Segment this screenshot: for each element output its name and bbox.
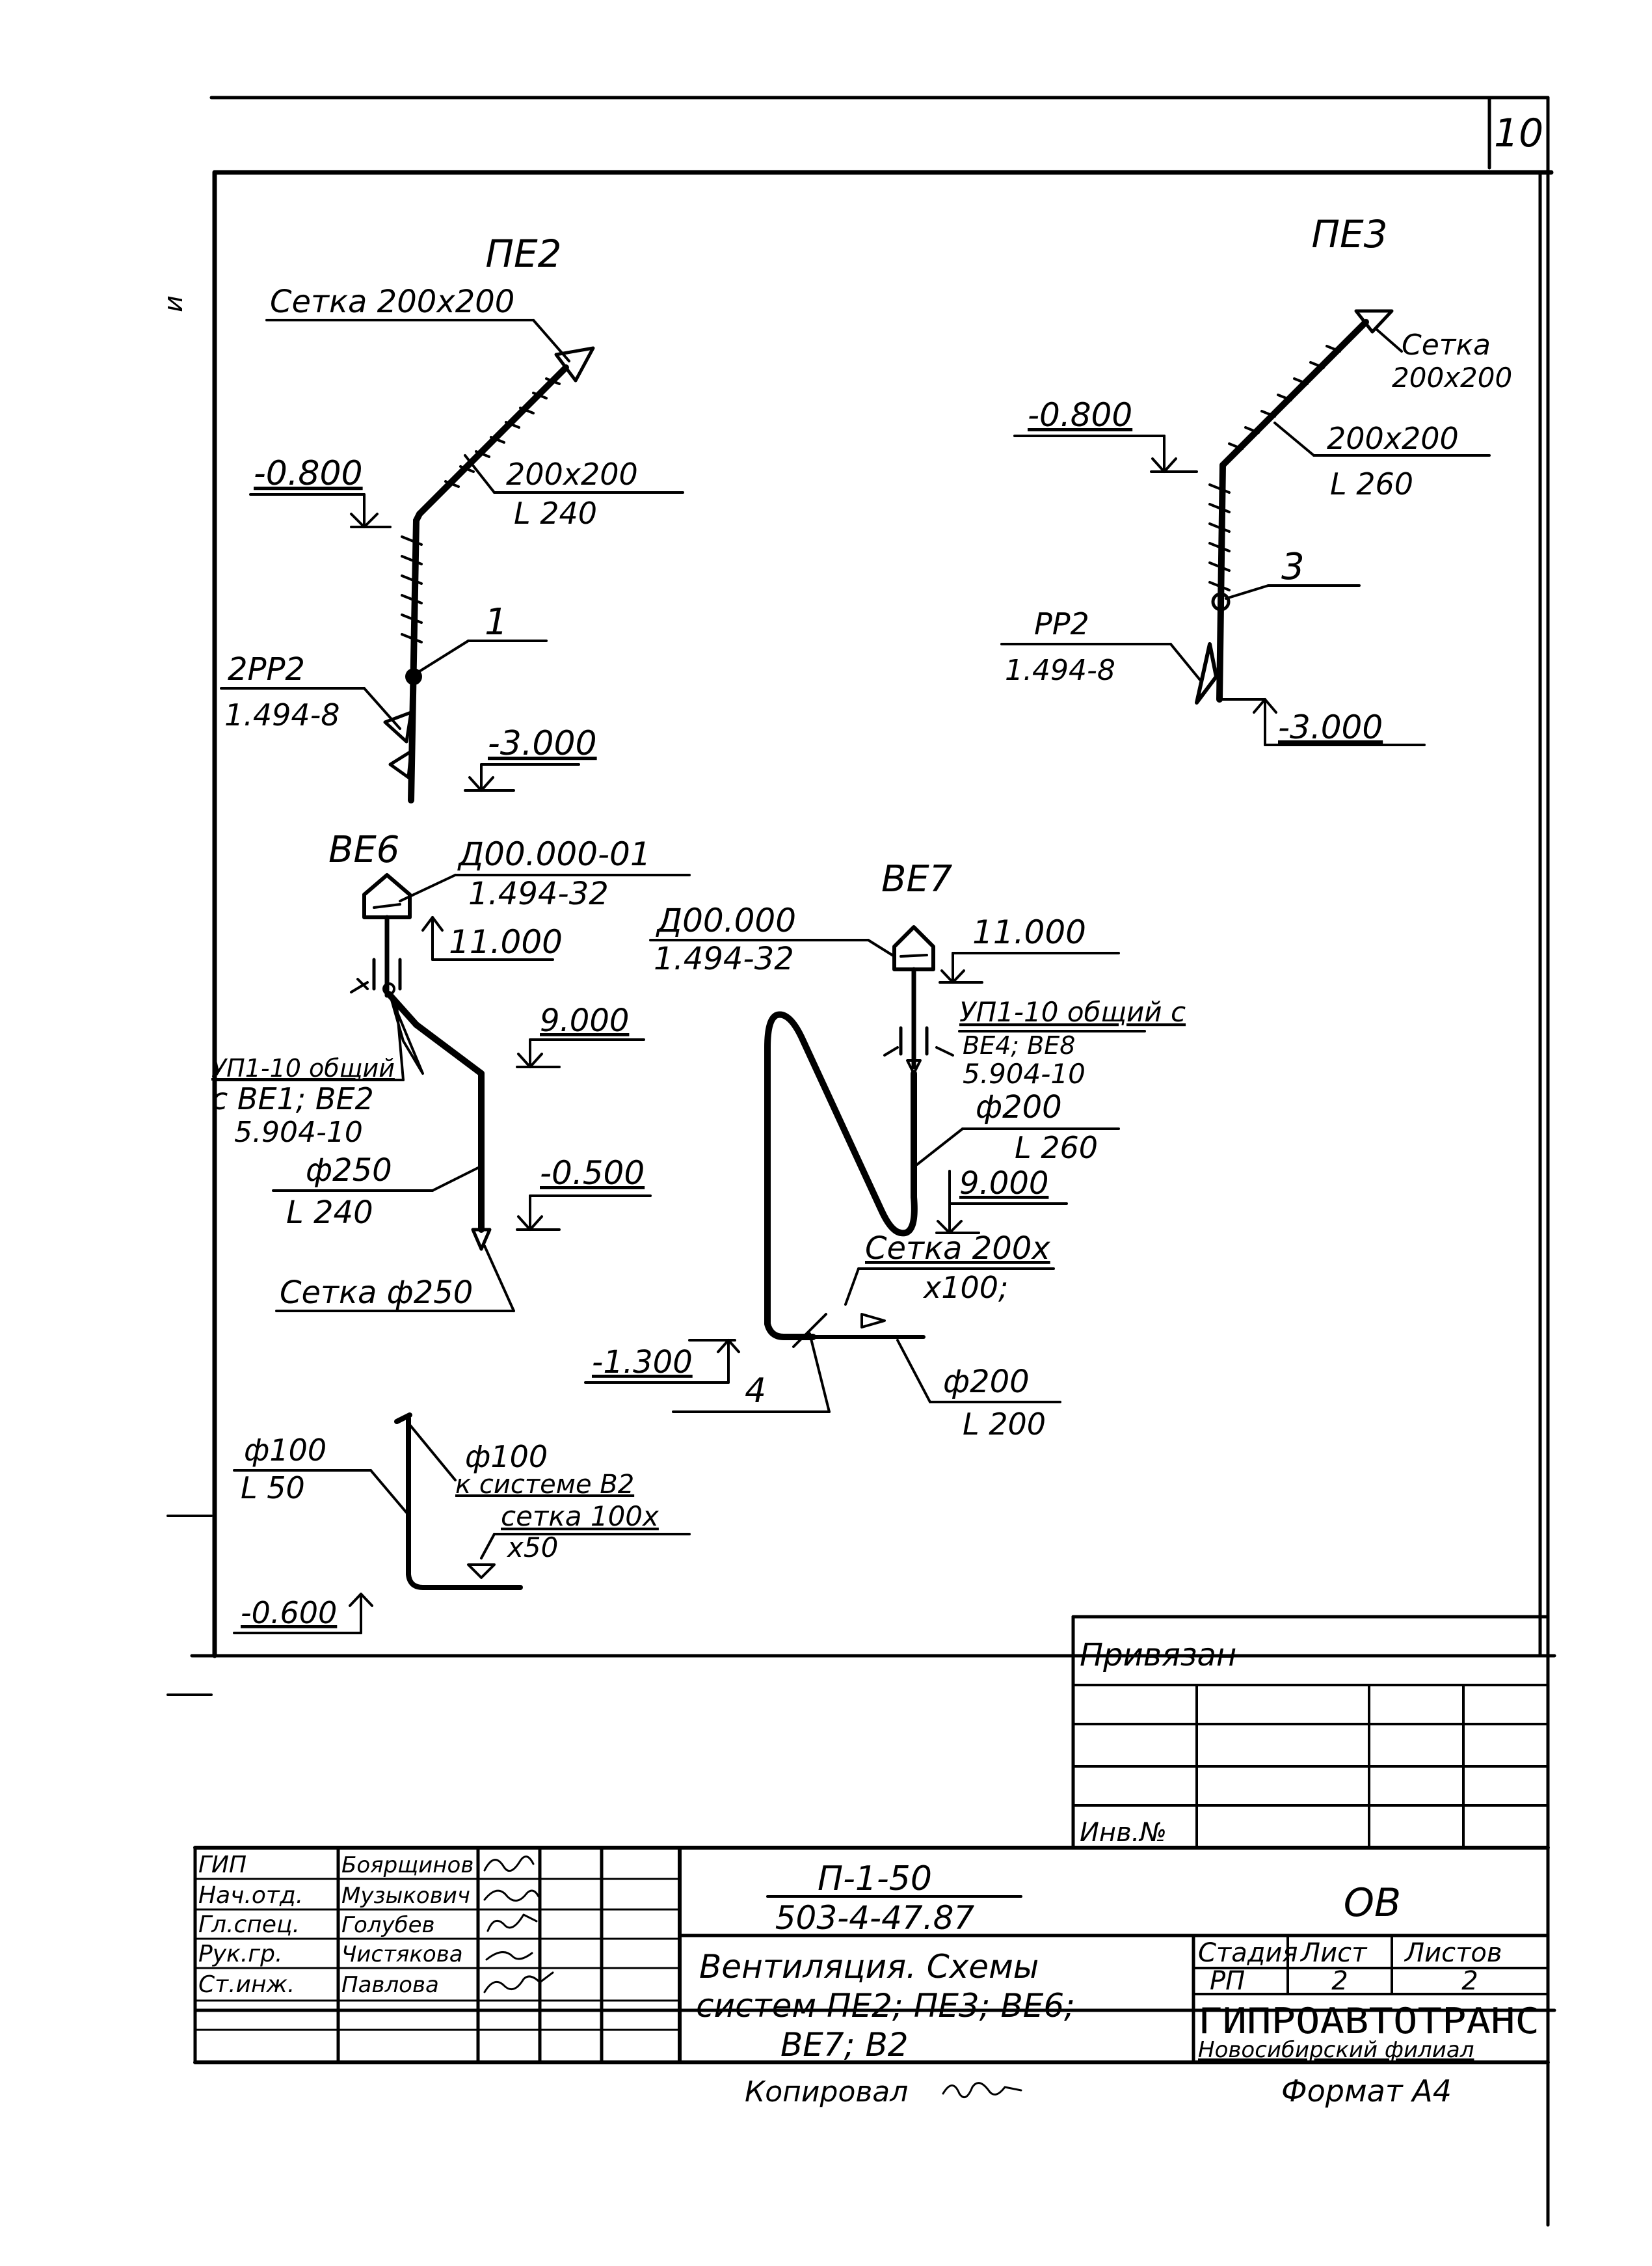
- be6-deflector: Д00.000-01: [457, 835, 651, 873]
- pe2-level-top: -0.800: [254, 454, 363, 493]
- be6-title: ВЕ6: [328, 829, 399, 871]
- be7-unit-3: 5.904-10: [963, 1058, 1086, 1090]
- title-line-1: Вентиляция. Схемы: [699, 1948, 1039, 1986]
- scheme-be6: ВЕ6 Д00.000-01 1.494-32 11.000 9.000 УП1: [211, 829, 691, 1312]
- scheme-be7: ВЕ7 Д00.000 1.494-32 11.000 УП1-10 общий…: [584, 858, 1186, 1442]
- pe3-level-top: -0.800: [1028, 396, 1132, 434]
- pe3-grille-label-2: 200х200: [1392, 362, 1512, 394]
- be7-deflector: Д00.000: [656, 902, 796, 939]
- name-2: Голубев: [341, 1912, 435, 1938]
- sheets-value: 2: [1461, 1966, 1478, 1996]
- stage-value: РП: [1210, 1966, 1245, 1996]
- pe3-duct-length: L 260: [1330, 466, 1413, 502]
- pe3-duct-size: 200х200: [1327, 421, 1459, 456]
- be7-grille-2: х100;: [922, 1270, 1009, 1305]
- copied-signature: [942, 2082, 1022, 2099]
- be6-level-low: -0.500: [540, 1154, 645, 1192]
- be7-unit-1: УП1-10 общий с: [959, 996, 1186, 1028]
- sheet-frame: [167, 96, 1556, 2227]
- title-block: ГИП Боярщинов Нач.отд. Музыкович Гл.спец…: [193, 1846, 1550, 2109]
- pe2-grille-label: Сетка 200х200: [270, 284, 514, 320]
- title-line-2: систем ПЕ2; ПЕ3; ВЕ6;: [696, 1987, 1075, 2025]
- signatures: [483, 1855, 554, 1993]
- pe3-valve-series: 1.494-8: [1005, 654, 1115, 687]
- pe2-valve-code: 2РР2: [228, 651, 305, 688]
- be7-deflector-series: 1.494-32: [654, 941, 794, 977]
- be7-node-4: 4: [745, 1371, 766, 1410]
- page-number: 10: [1494, 111, 1543, 156]
- scheme-pe3: ПЕ3 Сетка 200х200 -0.800 200х200 L 260 3…: [1000, 212, 1512, 746]
- sheet-label: Лист: [1299, 1938, 1368, 1968]
- b2-branch-to: к системе В2: [455, 1470, 634, 1500]
- be6-duct-d: ф250: [306, 1152, 392, 1189]
- scheme-pe2: ПЕ2 Сетка 200х200 -0.800 200х200 L 240 1: [220, 232, 684, 803]
- pe3-valve-code: РР2: [1034, 606, 1089, 641]
- role-3: Рук.гр.: [198, 1941, 282, 1967]
- format-label: Формат А4: [1281, 2073, 1452, 2109]
- be7-level-mid: 9.000: [959, 1165, 1048, 1202]
- be7-duct2-length: L 200: [963, 1407, 1046, 1442]
- be6-unit-3: 5.904-10: [234, 1116, 363, 1149]
- b2-level: -0.600: [241, 1595, 337, 1630]
- role-1: Нач.отд.: [198, 1882, 303, 1909]
- be6-duct-length: L 240: [286, 1194, 373, 1231]
- b2-grille-2: х50: [506, 1531, 558, 1563]
- name-3: Чистякова: [341, 1941, 463, 1967]
- pe3-level-bottom: -3.000: [1278, 708, 1383, 746]
- be7-grille-1: Сетка 200х: [865, 1230, 1050, 1267]
- be7-duct-length: L 260: [1015, 1130, 1098, 1165]
- be6-grille: Сетка ф250: [280, 1275, 473, 1311]
- be7-duct2-d: ф200: [943, 1364, 1030, 1400]
- org-name: ГИПРОАВТОТРАНС: [1198, 2001, 1539, 2042]
- sheets-label: Листов: [1404, 1938, 1502, 1968]
- name-4: Павлова: [341, 1972, 439, 1998]
- doc-code: П-1-50: [818, 1859, 932, 1898]
- pe2-level-bottom: -3.000: [488, 724, 597, 763]
- be7-level-top: 11.000: [972, 913, 1086, 951]
- margin-note: и: [159, 295, 189, 312]
- pe2-node-1: 1: [485, 601, 508, 643]
- name-0: Боярщинов: [341, 1852, 473, 1878]
- be7-unit-2: ВЕ4; ВЕ8: [963, 1031, 1075, 1060]
- project-code: 503-4-47.87: [775, 1899, 975, 1937]
- section-code: ОВ: [1344, 1880, 1401, 1926]
- be6-unit-2: с ВЕ1; ВЕ2: [211, 1081, 374, 1116]
- pe2-title: ПЕ2: [485, 232, 561, 276]
- copied-label: Копировал: [745, 2075, 908, 2109]
- b2-duct-d: ф100: [244, 1433, 326, 1468]
- be7-duct-d: ф200: [976, 1089, 1062, 1126]
- pe3-grille-label-1: Сетка: [1402, 329, 1491, 362]
- privyazan-block: Привязан Инв.№: [1071, 1615, 1550, 1850]
- sheet-value: 2: [1331, 1966, 1348, 1996]
- be7-level-low: -1.300: [592, 1344, 693, 1381]
- stage-label: Стадия: [1198, 1938, 1298, 1968]
- be6-unit-1: УП1-10 общий: [211, 1054, 395, 1083]
- be6-level-mid: 9.000: [540, 1003, 629, 1039]
- org-branch: Новосибирский филиал: [1198, 2037, 1474, 2063]
- be7-title: ВЕ7: [881, 858, 953, 900]
- inv-no-label: Инв.№: [1080, 1818, 1167, 1848]
- title-line-3: ВЕ7; В2: [780, 2026, 909, 2064]
- b2-branch-d: ф100: [465, 1439, 548, 1474]
- be6-deflector-series: 1.494-32: [468, 876, 609, 912]
- privyazan-label: Привязан: [1080, 1637, 1236, 1673]
- pe2-duct-size: 200х200: [506, 457, 638, 492]
- role-4: Ст.инж.: [198, 1971, 295, 1998]
- pe2-duct-length: L 240: [514, 496, 597, 531]
- role-0: ГИП: [198, 1852, 246, 1878]
- be6-level-top: 11.000: [449, 923, 563, 961]
- name-1: Музыкович: [341, 1883, 470, 1909]
- pe3-node-3: 3: [1281, 546, 1305, 588]
- b2-grille-1: сетка 100х: [501, 1500, 659, 1532]
- pe3-title: ПЕ3: [1311, 212, 1387, 256]
- b2-duct-length: L 50: [241, 1470, 305, 1505]
- role-2: Гл.спец.: [198, 1911, 300, 1938]
- scheme-b2: ф100 L 50 ф100 к системе В2 сетка 100х х…: [233, 1412, 691, 1634]
- pe2-valve-series: 1.494-8: [224, 697, 340, 733]
